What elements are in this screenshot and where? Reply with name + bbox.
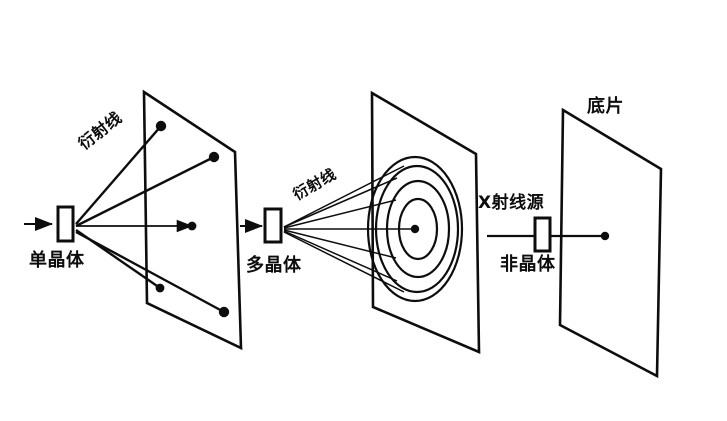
poly-crystal-specimen xyxy=(263,207,283,244)
label-amorphous: 非晶体 xyxy=(500,254,556,275)
diffraction-spot xyxy=(155,283,165,293)
cone-ray xyxy=(283,229,397,259)
middle-section-poly-crystal xyxy=(240,90,481,354)
single-crystal-film-plane xyxy=(142,89,243,351)
label-single-crystal: 单晶体 xyxy=(29,250,85,271)
label-xray-source: X射线源 xyxy=(478,193,545,213)
right-section-amorphous xyxy=(487,107,663,379)
debye-center-spot xyxy=(410,224,420,234)
diffraction-spot xyxy=(218,306,230,318)
debye-ring xyxy=(374,164,460,294)
debye-ring xyxy=(366,155,464,303)
label-poly-crystal: 多晶体 xyxy=(246,255,302,276)
diffraction-spot xyxy=(208,151,220,163)
diffraction-spot xyxy=(187,221,197,231)
diffracted-ray-1 xyxy=(75,125,162,225)
diffraction-spot xyxy=(155,120,167,132)
cone-ray xyxy=(283,199,397,229)
single-crystal-specimen xyxy=(56,205,75,243)
poly-crystal-film-plane xyxy=(370,90,481,354)
amorphous-center-spot xyxy=(600,231,610,241)
cone-ray xyxy=(283,231,405,293)
debye-ring xyxy=(397,197,439,261)
left-section-single-crystal xyxy=(24,89,243,351)
amorphous-specimen xyxy=(533,216,552,253)
debye-ring xyxy=(385,179,451,279)
amorphous-film-plane xyxy=(558,107,663,379)
incoming-beam-dot-left xyxy=(37,220,45,228)
label-film: 底片 xyxy=(587,96,624,117)
diffracted-ray-2 xyxy=(75,155,215,228)
diffracted-ray-4 xyxy=(75,230,225,314)
